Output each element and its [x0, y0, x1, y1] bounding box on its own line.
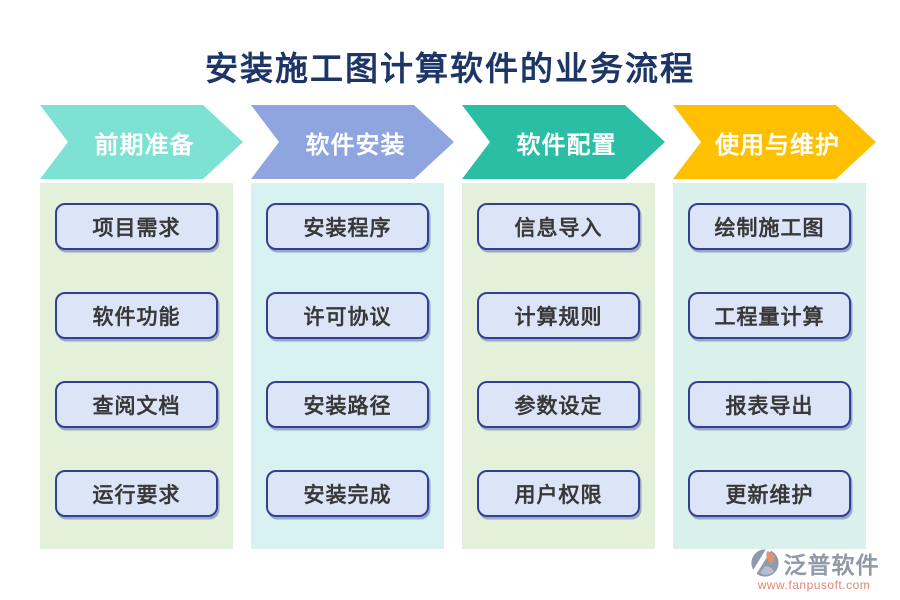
step-box: 安装完成 — [266, 470, 429, 517]
watermark: 泛普软件 www.fanpusoft.com — [734, 546, 894, 592]
stage-body: 信息导入 计算规则 参数设定 用户权限 — [462, 183, 655, 549]
flow-column-configuration: 软件配置 信息导入 计算规则 参数设定 用户权限 — [462, 105, 655, 549]
stage-body: 绘制施工图 工程量计算 报表导出 更新维护 — [673, 183, 866, 549]
step-box: 工程量计算 — [688, 292, 851, 339]
step-box: 信息导入 — [477, 203, 640, 250]
step-box: 安装程序 — [266, 203, 429, 250]
stage-header-arrow: 软件安装 — [251, 105, 454, 179]
flow-column-preparation: 前期准备 项目需求 软件功能 查阅文档 运行要求 — [40, 105, 233, 549]
step-box: 计算规则 — [477, 292, 640, 339]
page-title: 安装施工图计算软件的业务流程 — [205, 50, 695, 87]
stage-header-arrow: 使用与维护 — [673, 105, 876, 179]
stage-header-label: 前期准备 — [94, 131, 195, 159]
step-box: 用户权限 — [477, 470, 640, 517]
stage-header-label: 软件配置 — [516, 131, 617, 159]
step-box: 项目需求 — [55, 203, 218, 250]
stage-body: 项目需求 软件功能 查阅文档 运行要求 — [40, 183, 233, 549]
step-box: 许可协议 — [266, 292, 429, 339]
step-box: 查阅文档 — [55, 381, 218, 428]
step-box: 更新维护 — [688, 470, 851, 517]
flow-columns: 前期准备 项目需求 软件功能 查阅文档 运行要求 软件安装 安装程序 许可协议 … — [0, 105, 900, 549]
step-box: 绘制施工图 — [688, 203, 851, 250]
step-box: 软件功能 — [55, 292, 218, 339]
stage-header-arrow: 前期准备 — [40, 105, 243, 179]
stage-header-label: 使用与维护 — [715, 131, 840, 159]
flow-column-usage-maintenance: 使用与维护 绘制施工图 工程量计算 报表导出 更新维护 — [673, 105, 866, 549]
step-box: 安装路径 — [266, 381, 429, 428]
stage-body: 安装程序 许可协议 安装路径 安装完成 — [251, 183, 444, 549]
stage-header-arrow: 软件配置 — [462, 105, 665, 179]
fanpu-logo-icon — [749, 547, 781, 579]
watermark-url: www.fanpusoft.com — [757, 578, 871, 592]
step-box: 报表导出 — [688, 381, 851, 428]
step-box: 运行要求 — [55, 470, 218, 517]
stage-header-label: 软件安装 — [305, 131, 406, 159]
watermark-brand: 泛普软件 — [783, 552, 880, 578]
flow-column-installation: 软件安装 安装程序 许可协议 安装路径 安装完成 — [251, 105, 444, 549]
step-box: 参数设定 — [477, 381, 640, 428]
